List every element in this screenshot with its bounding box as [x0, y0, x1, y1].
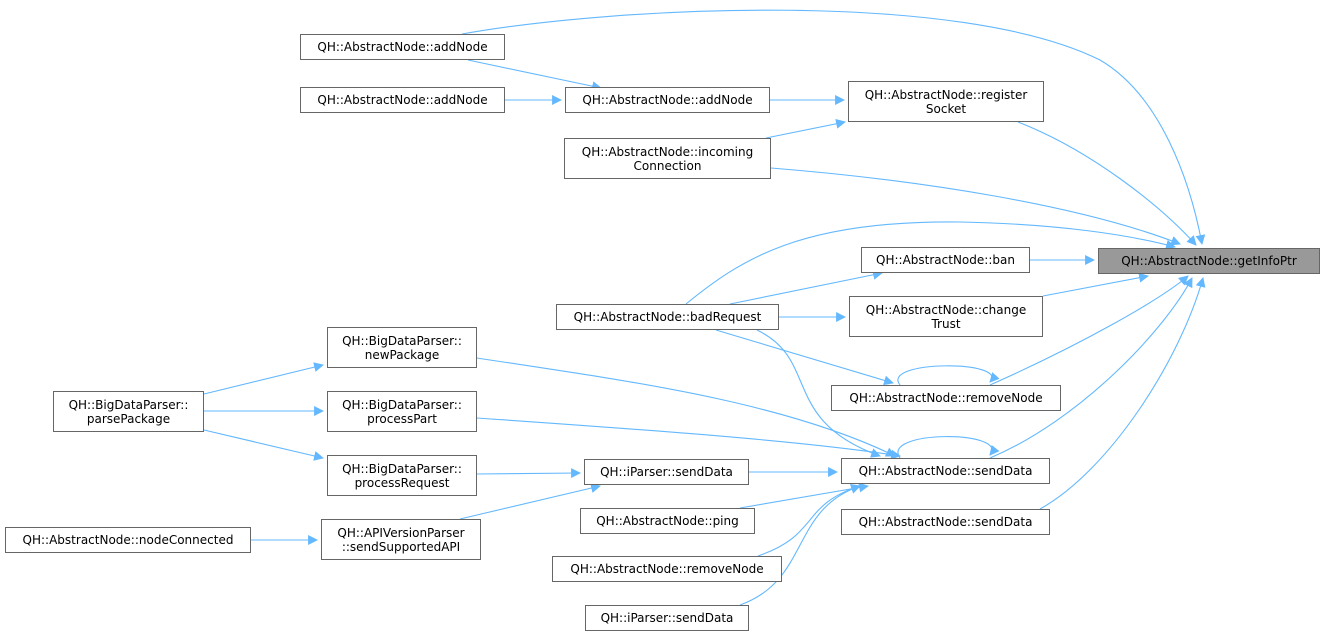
node-iParserSendData1[interactable]: QH::iParser::sendData — [584, 459, 749, 485]
node-label-line: QH::AbstractNode::ping — [596, 514, 739, 528]
node-iParserSendData2[interactable]: QH::iParser::sendData — [585, 605, 749, 631]
node-processPart[interactable]: QH::BigDataParser::processPart — [327, 391, 477, 432]
node-label-line: QH::AbstractNode::sendData — [858, 515, 1033, 529]
node-parsePackage[interactable]: QH::BigDataParser::parsePackage — [53, 391, 204, 432]
edge-sendDataA-to-sendDataA — [897, 436, 1000, 459]
node-sendDataB[interactable]: QH::AbstractNode::sendData — [841, 509, 1050, 535]
edge-removeNodeA-to-getInfoPtr — [989, 275, 1189, 386]
node-label-line: QH::AbstractNode::addNode — [582, 93, 753, 107]
node-label-line: processRequest — [354, 475, 450, 490]
edge-parsePackage-to-processRequest — [203, 429, 324, 461]
node-label-line: Trust — [931, 316, 961, 331]
node-label-line: QH::AbstractNode::nodeConnected — [22, 533, 234, 547]
node-ban[interactable]: QH::AbstractNode::ban — [861, 247, 1030, 273]
edge-ping-to-sendDataA — [739, 482, 869, 509]
node-sendSupportedAPI[interactable]: QH::APIVersionParser::sendSupportedAPI — [321, 519, 481, 560]
node-label-line: QH::AbstractNode::ban — [876, 253, 1015, 267]
node-removeNodeB[interactable]: QH::AbstractNode::removeNode — [552, 556, 782, 582]
edge-badRequest-to-sendDataA — [756, 329, 881, 458]
node-label-line: QH::AbstractNode::badRequest — [573, 310, 762, 324]
node-label-line: QH::APIVersionParser — [337, 525, 465, 540]
node-label-line: QH::AbstractNode::change — [865, 302, 1027, 317]
node-label-line: parsePackage — [86, 411, 171, 426]
node-label-line: QH::AbstractNode::removeNode — [849, 391, 1043, 405]
edge-iParserSendData2-to-sendDataA — [739, 484, 861, 606]
edge-newPackage-to-sendDataA — [476, 357, 896, 457]
node-sendDataA[interactable]: QH::AbstractNode::sendData — [841, 458, 1050, 484]
node-processRequest[interactable]: QH::BigDataParser::processRequest — [327, 455, 477, 496]
edge-parsePackage-to-newPackage — [203, 362, 324, 395]
edge-badRequest-to-getInfoPtr — [685, 221, 1176, 305]
edge-badRequest-to-ban — [729, 269, 883, 305]
edge-incomingConnection-to-registerSocket — [765, 118, 846, 139]
edge-removeNodeA-to-removeNodeA — [897, 365, 1000, 386]
edge-addNode1-to-getInfoPtr — [461, 9, 1206, 245]
node-label-line: QH::BigDataParser:: — [342, 397, 462, 412]
node-label-line: Connection — [633, 158, 702, 173]
edge-addNode1-to-addNode3 — [467, 59, 602, 92]
node-ping[interactable]: QH::AbstractNode::ping — [580, 508, 755, 534]
edge-processRequest-to-iParserSendData1 — [476, 468, 581, 479]
edge-sendDataB-to-getInfoPtr — [1039, 277, 1206, 510]
node-label-line: QH::AbstractNode::register — [864, 87, 1028, 102]
node-nodeConnected[interactable]: QH::AbstractNode::nodeConnected — [5, 527, 251, 553]
node-getInfoPtr: QH::AbstractNode::getInfoPtr — [1098, 248, 1320, 274]
node-label-line: QH::AbstractNode::addNode — [317, 93, 488, 107]
node-addNode2[interactable]: QH::AbstractNode::addNode — [300, 87, 505, 113]
edge-sendDataA-to-getInfoPtr — [989, 277, 1193, 459]
node-label-line: Socket — [925, 101, 967, 116]
node-label-line: QH::iParser::sendData — [600, 465, 733, 479]
node-label-line: QH::AbstractNode::removeNode — [570, 562, 764, 576]
node-label-line: ::sendSupportedAPI — [341, 539, 461, 554]
edge-sendSupportedAPI-to-iParserSendData1 — [459, 483, 601, 520]
node-removeNodeA[interactable]: QH::AbstractNode::removeNode — [831, 385, 1061, 411]
node-label-line: QH::iParser::sendData — [600, 611, 734, 625]
node-label-line: QH::AbstractNode::sendData — [858, 464, 1033, 478]
node-label-line: QH::BigDataParser:: — [342, 333, 462, 348]
node-addNode3[interactable]: QH::AbstractNode::addNode — [565, 87, 770, 113]
edge-registerSocket-to-getInfoPtr — [1017, 121, 1197, 246]
edge-changeTrust-to-getInfoPtr — [1042, 272, 1149, 297]
node-label-line: QH::AbstractNode::getInfoPtr — [1121, 254, 1297, 268]
edge-processPart-to-sendDataA — [476, 417, 901, 460]
node-label-line: QH::AbstractNode::incoming — [581, 144, 754, 159]
edge-badRequest-to-removeNodeA — [715, 329, 894, 386]
node-label-line: newPackage — [364, 347, 440, 362]
node-addNode1[interactable]: QH::AbstractNode::addNode — [300, 34, 505, 60]
node-label-line: processPart — [367, 411, 437, 426]
node-label-line: QH::BigDataParser:: — [342, 461, 462, 476]
node-badRequest[interactable]: QH::AbstractNode::badRequest — [556, 304, 779, 330]
node-newPackage[interactable]: QH::BigDataParser::newPackage — [327, 327, 477, 368]
node-label-line: QH::BigDataParser:: — [68, 397, 189, 412]
node-label-line: QH::AbstractNode::addNode — [317, 40, 488, 54]
edge-removeNodeB-to-sendDataA — [757, 483, 861, 557]
edge-incomingConnection-to-getInfoPtr — [770, 167, 1181, 246]
